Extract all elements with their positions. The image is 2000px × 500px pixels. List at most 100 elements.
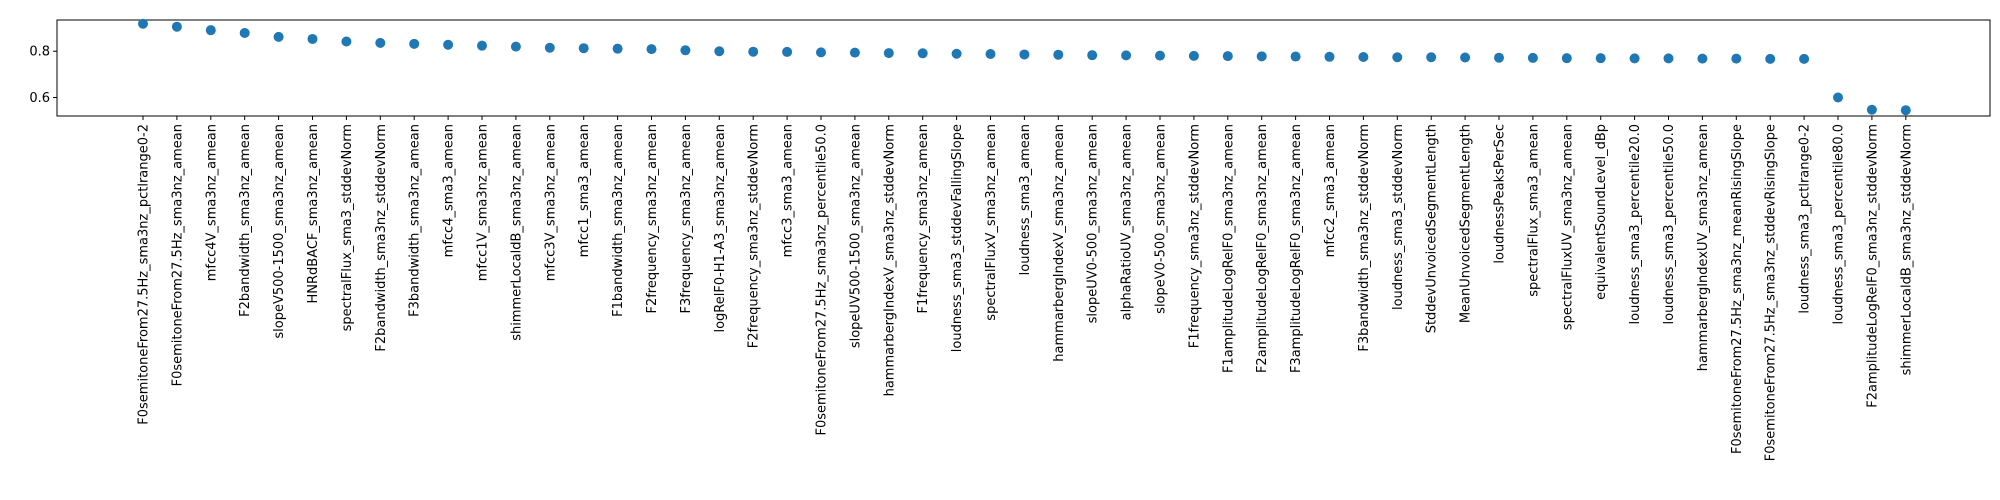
data-point [1358, 52, 1369, 63]
data-point [1731, 53, 1742, 64]
data-point [510, 41, 521, 52]
data-point [1833, 92, 1843, 103]
y-tick-label: 0.8 [29, 45, 50, 60]
data-point [578, 43, 589, 54]
data-point [341, 36, 352, 47]
x-tick-label: F2frequency_sma3nz_stddevNorm [747, 124, 762, 348]
x-tick-label: loudness_sma3_percentile50.0 [1662, 124, 1677, 324]
data-point [1799, 53, 1810, 64]
x-tick-label: F3bandwidth_sma3nz_stddevNorm [1357, 124, 1372, 352]
x-tick-label: mfcc2_sma3_amean [1323, 124, 1338, 257]
data-point [171, 21, 182, 32]
data-point [443, 39, 454, 50]
x-tick-label: F0semitoneFrom27.5Hz_sma3nz_amean [170, 124, 185, 386]
x-tick-label: mfcc3_sma3_amean [781, 124, 796, 257]
x-tick-label: spectralFluxUV_sma3nz_amean [1560, 124, 1575, 330]
data-point [646, 44, 657, 55]
x-tick-label: F2bandwidth_sma3nz_amean [238, 124, 253, 317]
data-point [1663, 53, 1674, 64]
axes-layer: 0.60.8F0semitoneFrom27.5Hz_sma3nz_pctlra… [29, 19, 1991, 461]
data-point [375, 37, 386, 48]
x-tick-label: F1bandwidth_sma3nz_amean [611, 124, 626, 317]
x-tick-label: loudness_sma3_amean [1018, 124, 1033, 275]
plot-frame [56, 19, 1991, 117]
data-point [544, 42, 555, 53]
data-point [680, 45, 691, 56]
x-tick-label: loudness_sma3_percentile80.0 [1832, 124, 1847, 324]
data-point [985, 49, 996, 60]
x-tick-label: shimmerLocaldB_sma3nz_stddevNorm [1899, 124, 1914, 375]
data-point [816, 47, 826, 58]
x-tick-label: F2amplitudeLogRelF0_sma3nz_amean [1255, 124, 1270, 373]
x-tick-label: slopeV0-500_sma3nz_amean [1154, 124, 1169, 314]
x-tick-label: slopeV500-1500_sma3nz_amean [272, 124, 287, 339]
data-point [307, 33, 318, 44]
data-point [138, 18, 148, 29]
x-tick-label: shimmerLocaldB_sma3nz_amean [509, 124, 524, 341]
data-point [951, 48, 962, 59]
data-point [714, 46, 725, 57]
x-tick-label: F3bandwidth_sma3nz_amean [408, 124, 423, 317]
x-tick-label: spectralFluxV_sma3nz_amean [984, 124, 999, 321]
x-tick-label: mfcc4V_sma3nz_amean [204, 124, 219, 281]
data-point [1697, 53, 1708, 64]
data-point [1527, 52, 1538, 63]
data-point [477, 40, 487, 51]
data-point [1290, 51, 1301, 62]
x-tick-label: hammarbergIndexUV_sma3nz_amean [1696, 124, 1711, 371]
x-tick-label: F3frequency_sma3nz_amean [679, 124, 694, 314]
data-point [1121, 50, 1132, 61]
data-point [1629, 53, 1640, 64]
data-point [917, 48, 928, 59]
x-tick-label: spectralFlux_sma3_amean [1526, 124, 1541, 297]
x-tick-label: HNRdBACF_sma3nz_amean [306, 124, 321, 304]
data-points [138, 18, 1911, 116]
data-point [782, 46, 793, 57]
data-point [1053, 49, 1064, 60]
x-tick-label: mfcc3V_sma3nz_amean [543, 124, 558, 281]
data-point [1019, 49, 1030, 60]
x-tick-label: equivalentSoundLevel_dBp [1594, 124, 1609, 300]
x-tick-label: MeanUnvoicedSegmentLength [1459, 124, 1474, 323]
x-tick-label: slopeUV0-500_sma3nz_amean [1086, 124, 1101, 323]
data-point [1155, 50, 1165, 61]
data-point [1188, 50, 1199, 61]
data-point [1494, 52, 1504, 63]
x-tick-label: F1amplitudeLogRelF0_sma3nz_amean [1221, 124, 1236, 373]
data-point [409, 38, 420, 49]
x-tick-label: hammarbergIndexV_sma3nz_stddevNorm [882, 124, 897, 396]
data-point [273, 31, 284, 42]
x-tick-label: logRelF0-H1-A3_sma3nz_amean [713, 124, 728, 333]
x-tick-label: loudness_sma3_pctlrange0-2 [1798, 124, 1813, 314]
x-tick-label: F1frequency_sma3nz_amean [916, 124, 931, 314]
data-point [1900, 105, 1911, 116]
data-point [1460, 52, 1471, 63]
x-tick-label: StddevUnvoicedSegmentLength [1425, 124, 1440, 333]
x-tick-label: mfcc1_sma3_amean [577, 124, 592, 257]
x-tick-label: slopeUV500-1500_sma3nz_amean [848, 124, 863, 348]
x-tick-label: hammarbergIndexV_sma3nz_amean [1052, 124, 1067, 362]
data-point [1561, 53, 1572, 64]
x-tick-label: alphaRatioUV_sma3nz_amean [1120, 124, 1135, 320]
data-point [883, 48, 894, 59]
x-tick-label: loudness_sma3_stddevFallingSlope [950, 124, 965, 352]
data-point [612, 43, 623, 54]
x-tick-label: mfcc4_sma3_amean [442, 124, 457, 257]
x-tick-label: F3amplitudeLogRelF0_sma3nz_amean [1289, 124, 1304, 373]
x-tick-label: mfcc1V_sma3nz_amean [476, 124, 491, 281]
data-point [1765, 53, 1776, 64]
data-point [1426, 52, 1437, 63]
x-tick-label: spectralFlux_sma3_stddevNorm [340, 124, 355, 331]
data-point [1087, 50, 1098, 61]
data-point [1256, 51, 1267, 62]
x-tick-label: F0semitoneFrom27.5Hz_sma3nz_percentile50… [815, 124, 830, 436]
x-tick-label: F2frequency_sma3nz_amean [645, 124, 660, 314]
x-tick-label: loudness_sma3_percentile20.0 [1628, 124, 1643, 324]
data-point [748, 46, 759, 57]
data-point [1595, 53, 1606, 64]
x-tick-label: F2amplitudeLogRelF0_sma3nz_stddevNorm [1865, 124, 1880, 408]
x-tick-label: F2bandwidth_sma3nz_stddevNorm [374, 124, 389, 352]
data-point [849, 47, 860, 58]
data-point [1866, 104, 1877, 115]
x-tick-label: loudnessPeaksPerSec [1493, 124, 1508, 264]
